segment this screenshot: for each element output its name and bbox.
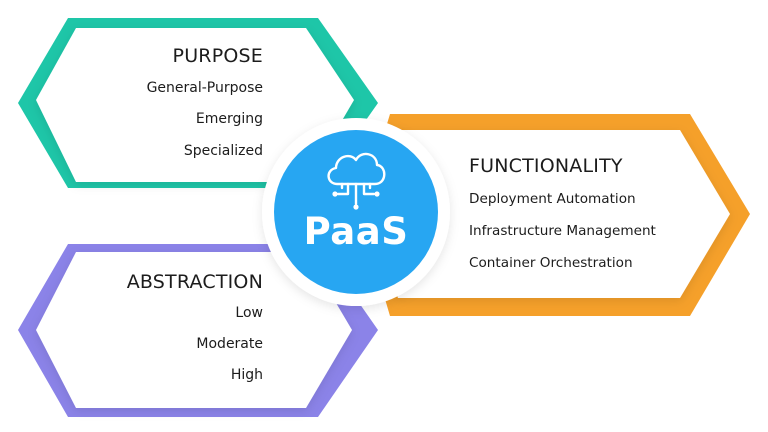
abstraction-hexagon [36,252,352,408]
paas-label: PaaS [303,210,409,253]
abstraction-item: Low [235,305,263,321]
functionality-item: Container Orchestration [469,255,633,271]
purpose-title: PURPOSE [172,45,263,67]
cloud-circuit-icon [327,152,386,210]
purpose-item: General-Purpose [146,80,263,96]
functionality-hexagon [370,130,730,298]
functionality-item: Infrastructure Management [469,223,656,239]
purpose-item: Specialized [183,143,263,159]
purpose-item: Emerging [195,111,263,127]
abstraction-title: ABSTRACTION [126,271,263,293]
abstraction-item: Moderate [196,336,263,352]
paas-circle [274,130,438,294]
functionality-item: Deployment Automation [469,191,636,207]
purpose-hexagon [36,28,354,182]
abstraction-item: High [230,367,263,383]
functionality-title: FUNCTIONALITY [469,155,623,177]
